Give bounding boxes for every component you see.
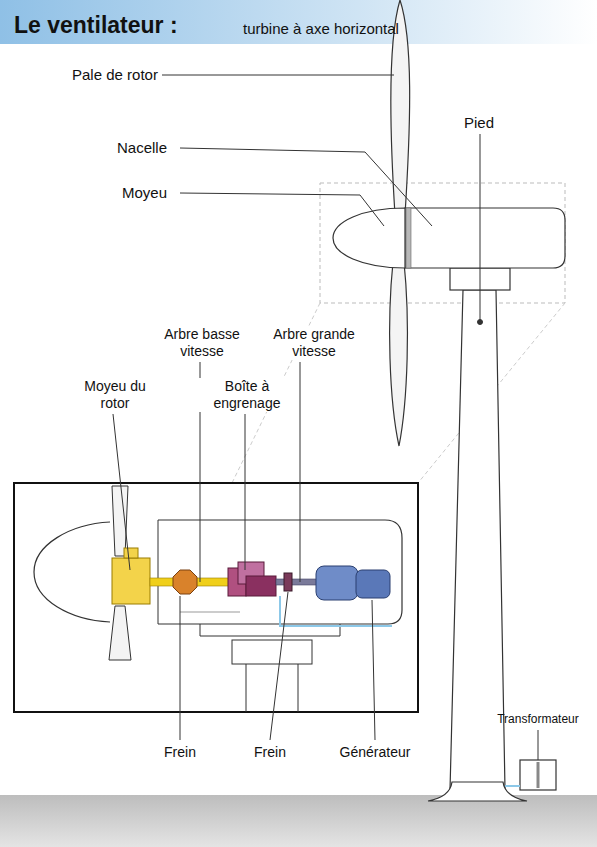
- inset-floor: [180, 612, 240, 613]
- leader-lines: [113, 75, 538, 760]
- generator: [356, 570, 390, 598]
- part-label: Pied: [462, 114, 496, 132]
- leader-line: [480, 134, 481, 322]
- rotor-hub: [112, 558, 150, 604]
- nacelle: [405, 208, 565, 268]
- title: Le ventilateur :: [14, 12, 178, 39]
- part-label: Générateur: [330, 744, 420, 761]
- title-band: [0, 0, 597, 44]
- part-label: Frein: [240, 744, 300, 761]
- inset-frame: [14, 483, 418, 712]
- inset-yaw: [232, 640, 312, 664]
- generator: [316, 566, 358, 600]
- tower-base: [428, 782, 527, 801]
- hub-nose: [333, 208, 405, 268]
- leader-line: [180, 148, 365, 152]
- leader-line: [180, 596, 181, 740]
- leader-line: [538, 730, 539, 760]
- part-label: Arbre grande vitesse: [262, 326, 366, 360]
- brake: [173, 570, 197, 594]
- brake: [284, 573, 292, 591]
- part-label: Frein: [150, 744, 210, 761]
- leader-line: [162, 75, 394, 76]
- part-label: Boîte à engrenage: [199, 378, 295, 412]
- hub-ring: [406, 208, 411, 268]
- ground: [0, 795, 597, 847]
- power-cable: [505, 785, 520, 787]
- part-label: Arbre basse vitesse: [150, 326, 254, 360]
- transformer-core: [537, 762, 540, 788]
- power-cable: [280, 596, 392, 626]
- inset-blade: [112, 486, 128, 556]
- part-label: Transformateur: [483, 712, 593, 727]
- tower: [450, 290, 505, 790]
- part-label: Moyeu du rotor: [67, 378, 163, 412]
- part-label: Nacelle: [115, 139, 169, 157]
- leader-line: [372, 600, 375, 740]
- part-label: Pale de rotor: [70, 66, 160, 84]
- high-speed-shaft: [276, 579, 318, 585]
- leader-line: [270, 592, 288, 740]
- inset-tower: [246, 664, 298, 712]
- inset-joint: [158, 520, 159, 624]
- rotor-hub: [124, 548, 138, 558]
- part-label: Moyeu: [120, 184, 169, 202]
- inset-nose: [34, 522, 110, 622]
- leader-line: [113, 414, 130, 570]
- rotor-blade: [390, 262, 408, 446]
- leader-line: [180, 193, 360, 195]
- leader-line: [245, 414, 246, 570]
- leader-dot: [478, 320, 483, 325]
- inset-blade: [109, 606, 131, 660]
- zoom-frame: [320, 183, 565, 303]
- transformer-box: [520, 760, 556, 790]
- gearbox: [246, 576, 276, 596]
- subtitle: turbine à axe horizontal: [243, 20, 463, 38]
- leader-line: [360, 195, 384, 226]
- leader-line: [300, 362, 301, 582]
